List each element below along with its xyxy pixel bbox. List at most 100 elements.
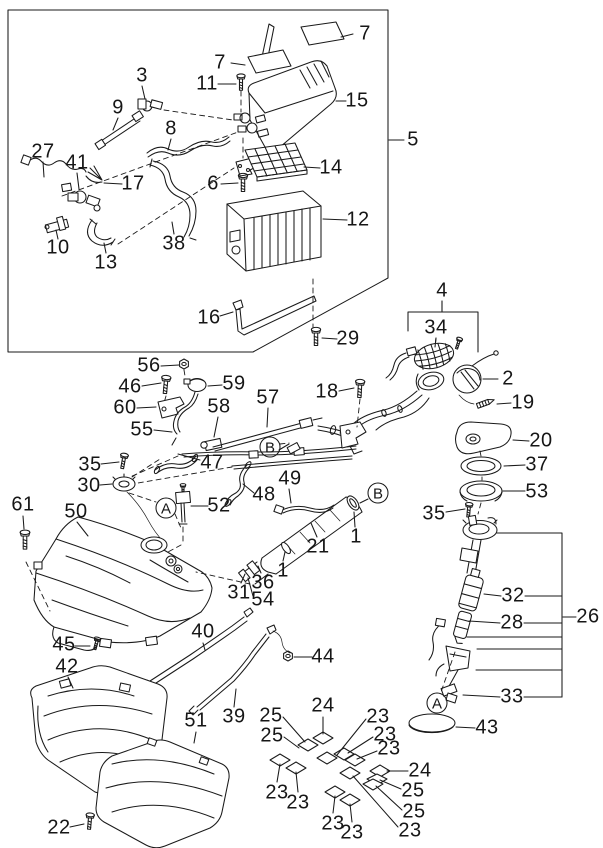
- ring-53: [460, 481, 502, 501]
- leader-line-25: [284, 737, 299, 748]
- ring-37: [461, 457, 501, 475]
- marker-leader-B: [279, 444, 289, 450]
- part-callout-59: 59: [222, 372, 246, 395]
- view-marker-circle: [156, 498, 176, 518]
- part-callout-3: 3: [136, 64, 148, 87]
- part-callout-12: 12: [346, 208, 370, 231]
- leader-line-55: [154, 430, 172, 432]
- leader-line-33: [463, 695, 500, 697]
- part-callout-23: 23: [373, 723, 397, 746]
- part-callout-13: 13: [94, 251, 118, 274]
- view-marker-A: A: [427, 693, 447, 713]
- part-callout-17: 17: [121, 172, 145, 195]
- leader-line-20: [513, 440, 529, 441]
- leader-line-40: [203, 643, 205, 650]
- part-callout-26: 26: [576, 605, 600, 628]
- hose-13: [88, 219, 116, 245]
- pump-flange: [463, 515, 497, 539]
- neck-bracket: [340, 422, 366, 454]
- sender-52: [168, 483, 190, 552]
- protector-20: [456, 422, 512, 454]
- cap-59: [184, 379, 206, 392]
- container-12: [227, 191, 321, 271]
- part-callout-60: 60: [113, 396, 137, 419]
- leader-line-30: [100, 484, 112, 485]
- part-callout-53: 53: [525, 480, 549, 503]
- part-callout-50: 50: [64, 500, 88, 523]
- leader-line-19: [497, 403, 511, 404]
- leader-line-8: [168, 139, 171, 150]
- bolt-18-guide: [357, 399, 360, 427]
- leader-line-22: [70, 824, 84, 827]
- part-callout-43: 43: [475, 716, 499, 739]
- part-callout-33: 33: [500, 685, 524, 708]
- tube-9: [95, 111, 143, 150]
- leader-line-42: [68, 677, 73, 688]
- part-callout-19: 19: [511, 391, 535, 414]
- leader-line-58: [214, 417, 218, 437]
- part-callout-22: 22: [47, 816, 71, 839]
- pump-32: [458, 567, 486, 611]
- part-callout-7: 7: [359, 22, 371, 45]
- leader-line-13: [104, 243, 106, 253]
- part-callout-54: 54: [251, 588, 275, 611]
- part-callout-35: 35: [422, 502, 446, 525]
- fitting-3: [138, 99, 163, 111]
- pump-column: [460, 540, 481, 574]
- part-callout-23: 23: [286, 791, 310, 814]
- leader-line-28: [469, 621, 500, 623]
- fuel-tank-50: [34, 517, 212, 650]
- part-callout-23: 23: [265, 781, 289, 804]
- leader-line-7: [231, 63, 245, 65]
- pad-shims: [270, 732, 390, 806]
- leader-line-23: [296, 772, 298, 792]
- part-callout-51: 51: [184, 709, 208, 732]
- part-callout-44: 44: [311, 645, 335, 668]
- part-callout-21: 21: [306, 535, 330, 558]
- leader-line-1: [354, 512, 355, 527]
- leader-line-54: [248, 578, 253, 596]
- leader-line-39: [234, 689, 236, 707]
- part-callout-25: 25: [401, 779, 425, 802]
- leader-line-35: [101, 462, 119, 464]
- leader-line-56: [161, 365, 179, 366]
- part-callout-29: 29: [336, 327, 360, 350]
- leader-line-31: [241, 574, 245, 583]
- part-callout-48: 48: [252, 483, 276, 506]
- leader-line-23: [333, 796, 335, 813]
- bolt-61-guide: [26, 562, 50, 611]
- strap-39: [189, 625, 290, 715]
- view-marker-B: B: [368, 483, 388, 503]
- leader-line-47: [178, 454, 200, 460]
- part-callout-40: 40: [191, 620, 215, 643]
- part-callout-28: 28: [500, 611, 524, 634]
- filler-pipe-21: [196, 494, 362, 584]
- part-callout-38: 38: [162, 232, 186, 255]
- part-callout-36: 36: [251, 571, 275, 594]
- leader-line-17: [104, 183, 122, 184]
- part-callout-23: 23: [366, 705, 390, 728]
- boundary-box: [8, 10, 388, 352]
- part-callout-1: 1: [277, 559, 289, 582]
- part-callout-58: 58: [207, 395, 231, 418]
- part-callout-32: 32: [501, 584, 525, 607]
- fitting-10: [45, 216, 69, 232]
- clip-17: [86, 166, 102, 182]
- part-callout-9: 9: [112, 96, 124, 119]
- leader-line-3: [142, 86, 145, 99]
- pipe-55: [172, 392, 198, 445]
- leader-line-14: [304, 167, 320, 168]
- leader-line-25: [376, 786, 402, 810]
- leader-line-29: [322, 338, 337, 339]
- leader-line-37: [504, 465, 525, 466]
- hose-8: [147, 137, 230, 157]
- leader-line-21: [311, 523, 317, 537]
- part-callout-14: 14: [319, 156, 343, 179]
- leader-line-49: [289, 489, 291, 503]
- part-callout-39: 39: [222, 705, 246, 728]
- part-callout-23: 23: [321, 812, 345, 835]
